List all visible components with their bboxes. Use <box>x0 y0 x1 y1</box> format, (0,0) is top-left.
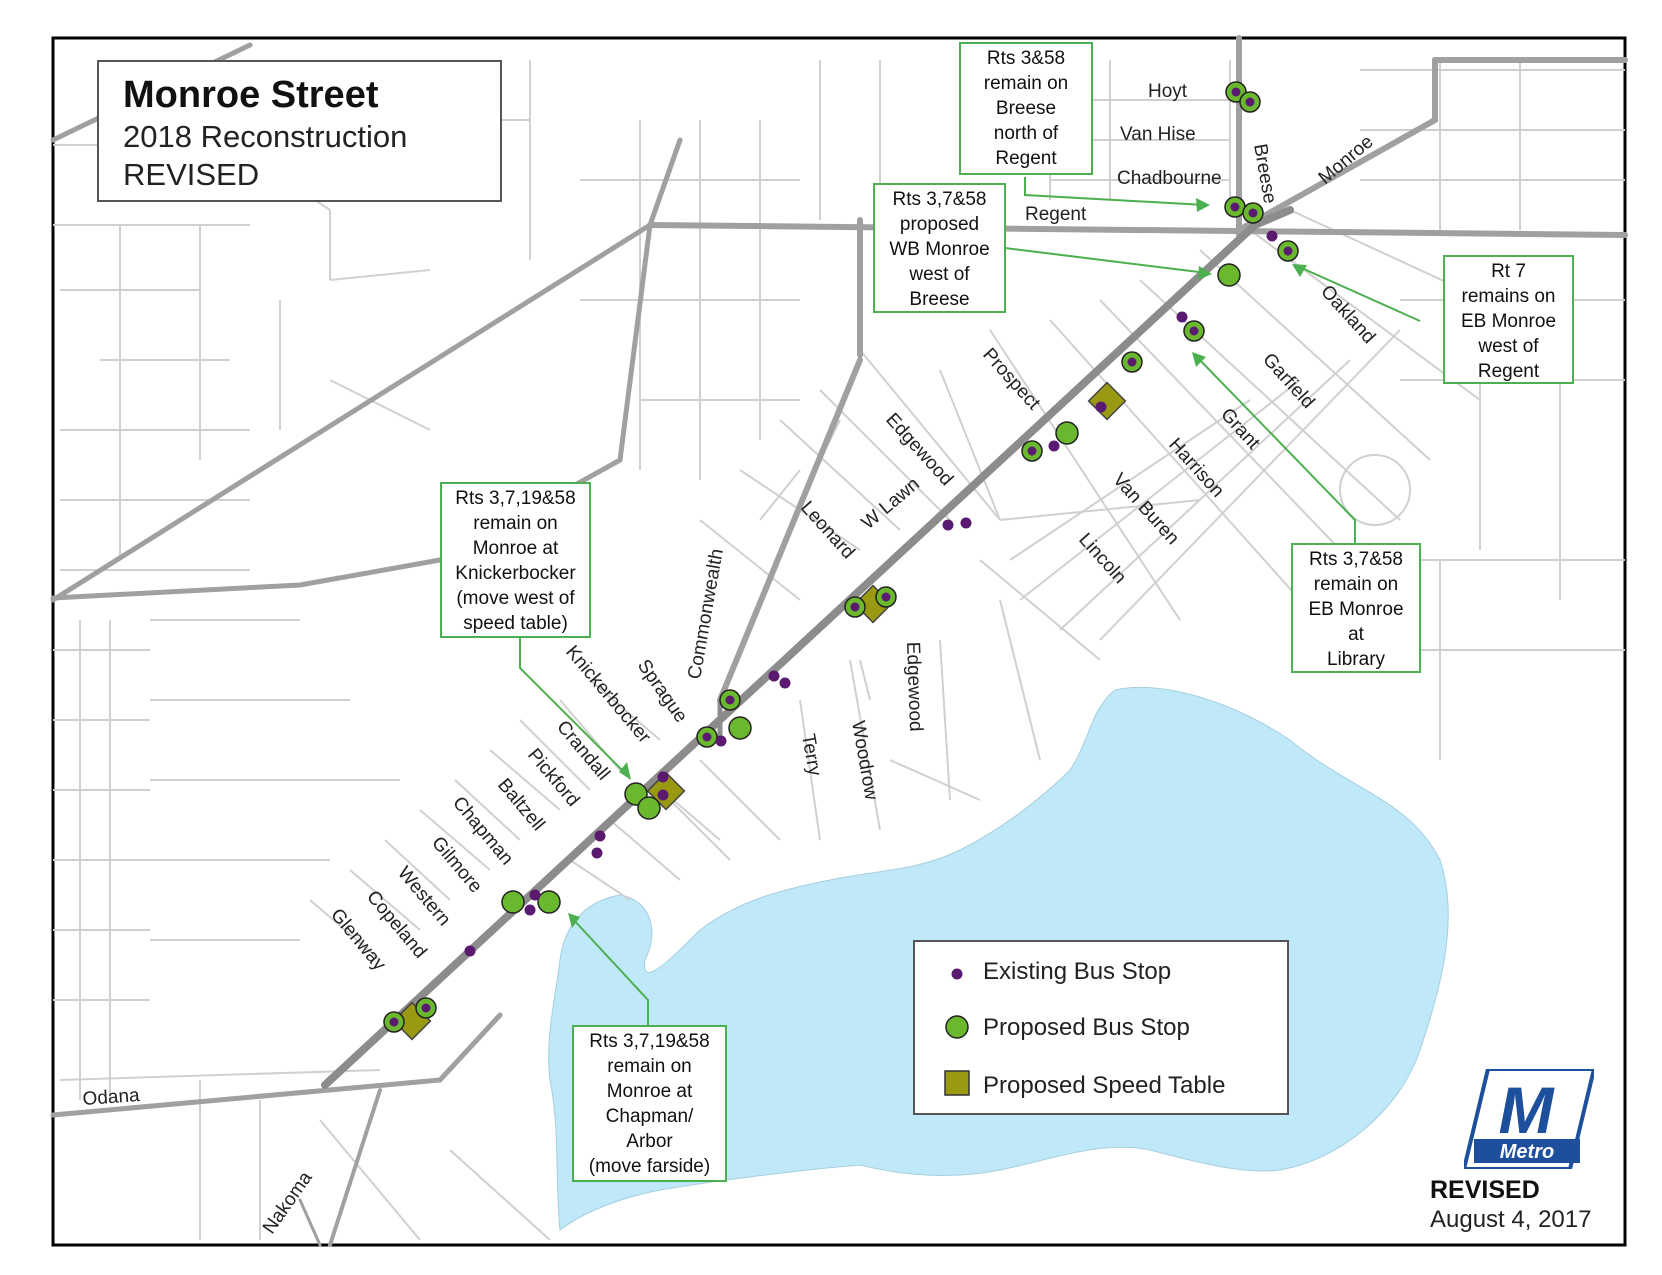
callout-line: Breese <box>995 98 1057 119</box>
proposed-bus-stop <box>1242 202 1264 224</box>
logo-letter: M <box>1499 1073 1556 1147</box>
metro-logo: M Metro <box>1464 1069 1594 1169</box>
callout-line: Rt 7 <box>1491 261 1526 282</box>
existing-bus-stop <box>657 789 669 801</box>
callout-line: Monroe at <box>472 538 559 559</box>
callout-arrows <box>519 177 1421 1025</box>
existing-stop-legend-icon <box>951 968 963 980</box>
callout-line: Rts 3,7,19&58 <box>455 488 576 509</box>
existing-bus-stop <box>657 771 669 783</box>
proposed-bus-stop <box>1217 263 1241 287</box>
callout-line: Chapman/ <box>605 1106 694 1127</box>
map-status: REVISED <box>123 157 260 192</box>
callout-line: (move farside) <box>588 1156 711 1177</box>
existing-bus-stop <box>1266 230 1278 242</box>
callout-line: remain on <box>607 1056 692 1077</box>
proposed-stops <box>383 81 1299 1033</box>
callout-line: Regent <box>995 148 1057 169</box>
proposed-bus-stop <box>1224 196 1246 218</box>
map-title: Monroe Street <box>123 74 379 116</box>
callout-library: Rts 3,7&58 remain on EB Monroe at Librar… <box>1291 543 1421 673</box>
revision-date: August 4, 2017 <box>1430 1206 1592 1233</box>
proposed-bus-stop <box>1121 351 1143 373</box>
callout-chapman: Rts 3,7,19&58 remain on Monroe at Chapma… <box>572 1025 727 1182</box>
callout-line: EB Monroe <box>1308 599 1404 620</box>
existing-bus-stop <box>524 904 536 916</box>
callout-line: Rts 3,7&58 <box>892 189 987 210</box>
callout-line: Breese <box>909 289 970 310</box>
callout-line: remains on <box>1461 286 1556 307</box>
existing-bus-stop <box>594 830 606 842</box>
proposed-bus-stop <box>719 689 741 711</box>
existing-bus-stop <box>1095 401 1107 413</box>
proposed-bus-stop <box>844 596 866 618</box>
revised-label: REVISED <box>1430 1176 1540 1204</box>
callout-line: remain on <box>983 73 1069 94</box>
callout-line: Monroe at <box>606 1081 693 1102</box>
callout-line: EB Monroe <box>1460 311 1557 332</box>
callout-eb-regent: Rt 7 remains on EB Monroe west of Regent <box>1443 255 1574 384</box>
callout-line: (move west of <box>456 588 575 609</box>
callout-line: remain on <box>473 513 558 534</box>
street-label: Hoyt <box>1148 81 1188 102</box>
existing-bus-stop <box>960 517 972 529</box>
existing-bus-stop <box>715 735 727 747</box>
proposed-bus-stop <box>1183 320 1205 342</box>
proposed-bus-stop <box>1239 91 1261 113</box>
callout-line: Knickerbocker <box>455 563 576 584</box>
callout-line: Arbor <box>626 1131 673 1152</box>
callout-line: west of <box>909 264 970 285</box>
callout-line: WB Monroe <box>889 239 990 260</box>
callout-line: Rts 3,7,19&58 <box>589 1031 710 1052</box>
proposed-bus-stop <box>728 716 752 740</box>
existing-bus-stop <box>942 519 954 531</box>
proposed-bus-stop <box>537 890 561 914</box>
existing-bus-stop <box>779 677 791 689</box>
callout-line: west of <box>1478 336 1539 357</box>
existing-bus-stop <box>529 889 541 901</box>
street-label: Van Hise <box>1120 124 1196 145</box>
street-label: Chadbourne <box>1117 168 1222 189</box>
callout-line: at <box>1348 624 1364 645</box>
callout-wb-monroe: Rts 3,7&58 proposed WB Monroe west of Br… <box>873 183 1006 313</box>
proposed-bus-stop <box>637 796 661 820</box>
proposed-bus-stop <box>1055 421 1079 445</box>
proposed-bus-stop <box>415 997 437 1019</box>
callout-line: remain on <box>1313 574 1399 595</box>
proposed-bus-stop <box>1277 240 1299 262</box>
proposed-bus-stop <box>875 586 897 608</box>
proposed-bus-stop <box>696 726 718 748</box>
proposed-bus-stop <box>1021 440 1043 462</box>
legend-existing-label: Existing Bus Stop <box>983 958 1172 985</box>
proposed-bus-stop <box>501 890 525 914</box>
legend-proposed-label: Proposed Bus Stop <box>983 1014 1190 1041</box>
callout-line: Library <box>1326 649 1386 670</box>
existing-bus-stop <box>591 847 603 859</box>
proposed-bus-stop <box>383 1011 405 1033</box>
callout-arrowheads <box>568 198 1307 928</box>
street-label: Edgewood <box>902 641 926 731</box>
street-label: Regent <box>1025 204 1087 225</box>
existing-bus-stop <box>1176 311 1188 323</box>
callout-line: Rts 3,7&58 <box>1309 549 1403 570</box>
existing-bus-stop <box>768 670 780 682</box>
logo-text: Metro <box>1500 1141 1554 1163</box>
legend-speed-table-label: Proposed Speed Table <box>983 1072 1226 1099</box>
map-legend: Existing Bus Stop Proposed Bus Stop Prop… <box>913 940 1289 1115</box>
existing-stops <box>464 230 1278 957</box>
title-box: Monroe Street 2018 Reconstruction REVISE… <box>97 60 502 202</box>
callout-line: Rts 3&58 <box>986 48 1066 69</box>
speed-table-legend-icon <box>944 1070 970 1096</box>
street-label: Odana <box>82 1085 141 1110</box>
existing-bus-stop <box>1048 440 1060 452</box>
callout-knickerbocker: Rts 3,7,19&58 remain on Monroe at Knicke… <box>440 482 591 638</box>
callout-breese-regent: Rts 3&58 remain on Breese north of Regen… <box>959 42 1093 175</box>
callout-line: speed table) <box>463 613 568 634</box>
callout-line: Regent <box>1477 361 1540 382</box>
map-subtitle: 2018 Reconstruction <box>123 119 408 154</box>
callout-line: proposed <box>899 214 980 235</box>
proposed-stop-legend-icon <box>945 1015 969 1039</box>
existing-bus-stop <box>464 945 476 957</box>
callout-line: north of <box>993 123 1059 144</box>
